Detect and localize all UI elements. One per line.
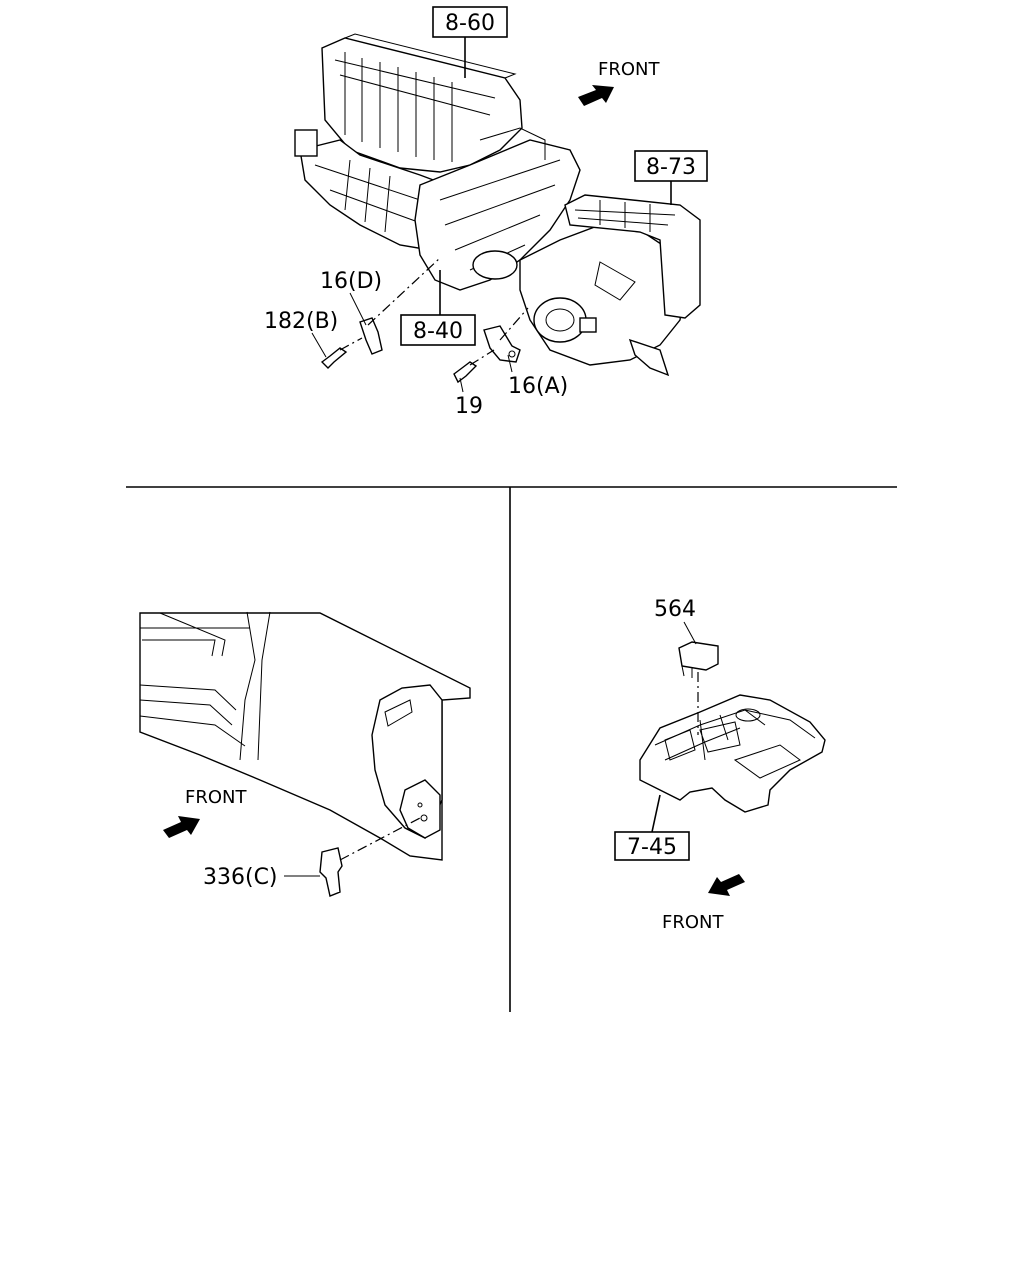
front-label: FRONT	[598, 59, 660, 80]
ref-label: 8-40	[413, 319, 463, 344]
ref-label: 8-73	[646, 155, 696, 180]
ref-label: 8-60	[445, 11, 495, 36]
ref-box-8-73[interactable]: 8-73	[634, 150, 708, 182]
part-label: 16(D)	[320, 269, 382, 294]
part-label: 16(A)	[508, 374, 568, 399]
part-19-screw[interactable]: 19	[453, 361, 483, 419]
part-label: 182(B)	[264, 309, 338, 334]
front-label: FRONT	[662, 912, 724, 933]
part-label: 564	[654, 597, 696, 622]
ref-box-7-45[interactable]: 7-45	[614, 831, 690, 861]
part-label: 19	[455, 394, 483, 419]
front-arrow-icon	[708, 874, 745, 896]
part-336c-bracket[interactable]: 336(C)	[203, 847, 343, 897]
front-label: FRONT	[185, 787, 247, 808]
part-564-clip[interactable]: 564	[654, 597, 719, 678]
part-182b-screw[interactable]: 182(B)	[264, 309, 348, 369]
ref-box-8-60[interactable]: 8-60	[432, 6, 508, 38]
console-illustration	[639, 694, 826, 813]
ref-box-8-40[interactable]: 8-40	[400, 314, 476, 346]
part-16d-bracket[interactable]: 16(D)	[320, 269, 383, 355]
front-arrow-icon	[163, 816, 200, 838]
part-16a-bracket[interactable]: 16(A)	[483, 325, 568, 399]
ref-label: 7-45	[627, 835, 677, 860]
part-label: 336(C)	[203, 865, 278, 890]
front-arrow-icon	[578, 85, 614, 106]
instrument-panel-illustration	[139, 611, 471, 861]
hvac-assembly-illustration	[294, 33, 701, 377]
